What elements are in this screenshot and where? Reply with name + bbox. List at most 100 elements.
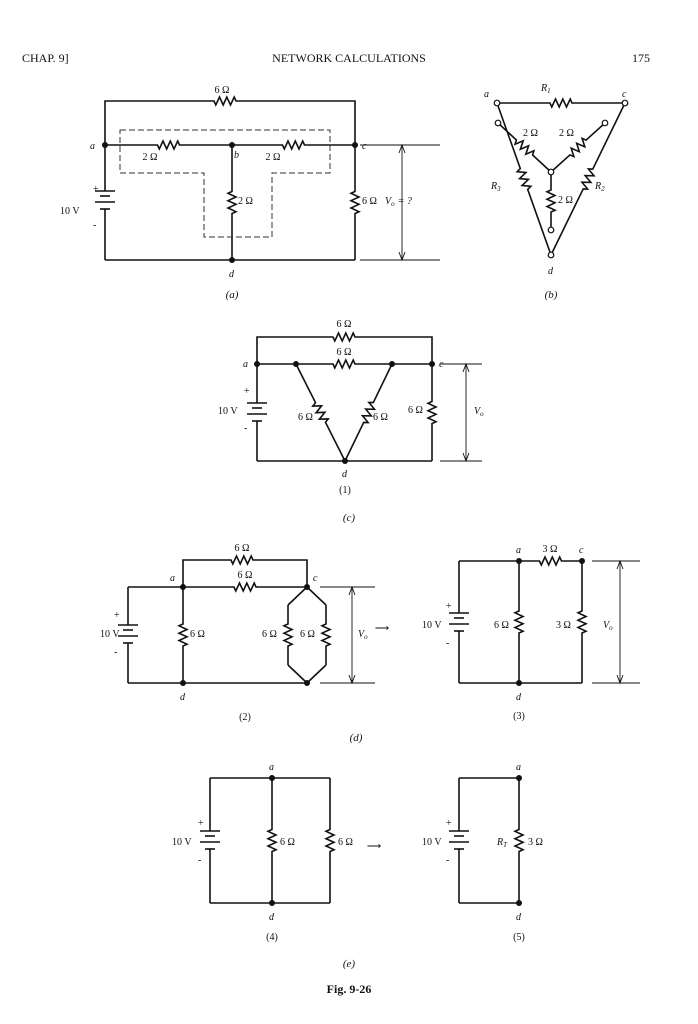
arrowhead [462, 452, 470, 463]
label-r2: R2 [594, 181, 605, 193]
node-d-label: d [229, 269, 235, 280]
wire [256, 336, 332, 364]
resistor [320, 605, 332, 665]
label-minus: - [114, 647, 117, 658]
resistor [513, 561, 525, 683]
wire [306, 586, 327, 606]
transform-arrow: ⟶ [375, 623, 389, 634]
node-c-label: c [362, 141, 367, 152]
figure-label: Fig. 9-26 [327, 982, 372, 996]
node-a-label: a [90, 141, 95, 152]
label-r-bc: 2 Ω [266, 152, 281, 163]
label-star-2: 2 Ω [559, 128, 574, 139]
label-r-left-diag: 6 Ω [298, 412, 313, 423]
figure-d: 6 Ω 6 Ω 6 Ω 6 Ω 6 Ω 10 V + - Vo a c d (2… [100, 543, 613, 744]
arrowhead [398, 251, 406, 262]
caption-b: (b) [545, 289, 558, 301]
node-dot [269, 900, 275, 906]
node-c-label: c [439, 359, 444, 370]
arrowhead [616, 674, 624, 685]
resistor [349, 145, 361, 260]
label-plus: + [93, 184, 99, 195]
node-dot [516, 680, 522, 686]
label-r3: R3 [490, 181, 501, 193]
terminal-circle [547, 251, 555, 259]
label-vo: Vo= ? [385, 196, 412, 208]
node-dot [304, 680, 310, 686]
node-dot [579, 558, 585, 564]
arrowhead [348, 585, 356, 596]
node-dot [389, 361, 395, 367]
label-plus: + [114, 610, 120, 621]
label-r2: 6 Ω [338, 837, 353, 848]
node-a-label: a [484, 89, 489, 100]
node-dot [429, 361, 435, 367]
label-r-top: 6 Ω [215, 85, 230, 96]
wire [306, 664, 327, 684]
caption-d: (d) [350, 732, 363, 744]
label-r-ad: 6 Ω [190, 629, 205, 640]
figure-c: 6 Ω 6 Ω 6 Ω 6 Ω 6 Ω 10 V + - Vo a c d (1… [218, 319, 484, 524]
node-d-label: d [269, 912, 275, 923]
resistor [344, 363, 393, 462]
sub-caption-3: (3) [513, 711, 525, 722]
node-dot [229, 142, 235, 148]
label-r1: 6 Ω [280, 837, 295, 848]
label-minus: - [446, 638, 449, 649]
node-d-label: d [548, 266, 554, 277]
label-rt: RT [496, 837, 508, 849]
arrowhead [398, 143, 406, 154]
label-source: 10 V [218, 406, 238, 417]
node-a-label: a [170, 573, 175, 584]
label-plus: + [244, 386, 250, 397]
terminal-circle [547, 168, 555, 176]
resistor [550, 102, 626, 256]
node-dot [293, 361, 299, 367]
resistor [426, 364, 438, 461]
label-star-3: 2 Ω [558, 195, 573, 206]
label-r-mid: 6 Ω [238, 570, 253, 581]
node-dot [269, 775, 275, 781]
caption-e: (e) [343, 958, 356, 970]
label-r-right-diag: 6 Ω [373, 412, 388, 423]
resistor [296, 358, 392, 370]
caption-c: (c) [343, 512, 356, 524]
figure-e: 6 Ω 6 Ω ⟶ 10 V + - a d (4) RT 3 Ω 10 V +… [172, 762, 543, 970]
resistor [226, 145, 238, 260]
resistor [232, 139, 355, 151]
label-vo: Vo [603, 620, 613, 632]
node-dot [342, 458, 348, 464]
label-r-top: 6 Ω [235, 543, 250, 554]
label-r-mid: 6 Ω [337, 347, 352, 358]
node-dot [102, 142, 108, 148]
resistor [513, 778, 525, 903]
node-dot [180, 680, 186, 686]
node-d-label: d [342, 469, 348, 480]
wire [104, 100, 210, 145]
label-r-top: 6 Ω [337, 319, 352, 330]
wire [182, 559, 230, 587]
label-minus: - [93, 220, 96, 231]
resistor [550, 122, 606, 173]
resistor [183, 581, 307, 593]
label-minus: - [244, 423, 247, 434]
label-plus: + [446, 601, 452, 612]
arrowhead [462, 362, 470, 373]
label-plus: + [446, 818, 452, 829]
resistor [230, 554, 254, 566]
resistor [282, 605, 294, 665]
figure-b: R1 R2 R3 2 Ω 2 Ω 2 Ω a c d (b) [484, 83, 627, 301]
transform-arrow: ⟶ [367, 841, 381, 852]
label-vo: Vo [474, 406, 484, 418]
dashed-tee-outline [119, 129, 331, 238]
label-r-ac: 3 Ω [543, 544, 558, 555]
sub-caption-1: (1) [339, 485, 351, 496]
wire [287, 664, 308, 684]
resistor [545, 172, 557, 230]
resistor [324, 778, 336, 903]
node-a-label: a [243, 359, 248, 370]
node-dot [180, 584, 186, 590]
terminal-circle [621, 99, 629, 107]
